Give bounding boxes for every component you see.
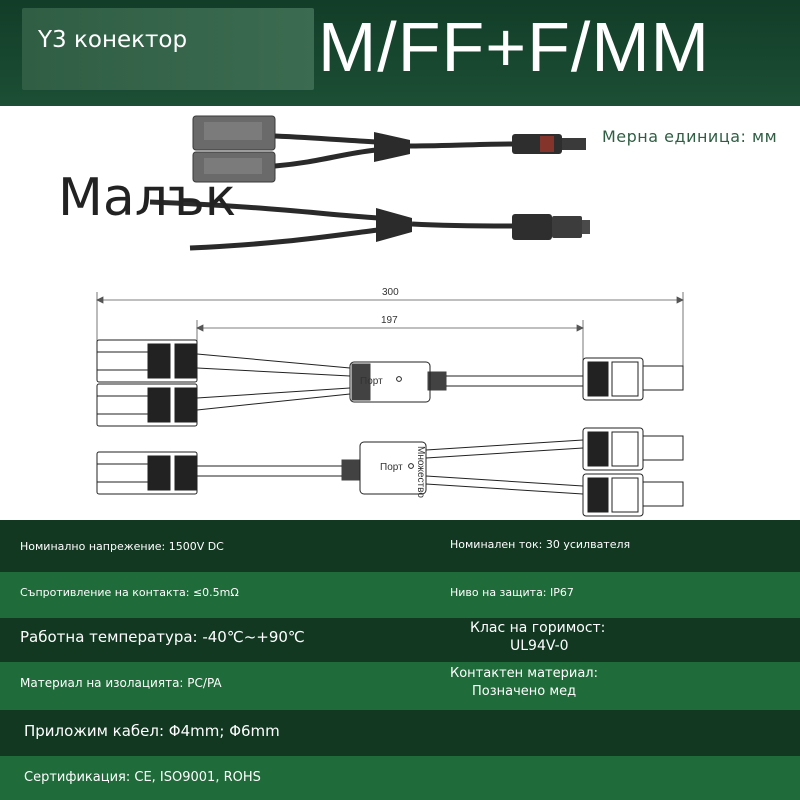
spec-applicable-cable: Приложим кабел: Φ4mm; Φ6mm: [24, 722, 280, 740]
model-title: M/FF+F/MM: [318, 8, 710, 86]
dimension-300-label: 300: [382, 287, 399, 298]
product-photo: [149, 115, 590, 251]
spec-flammability-title: Клас на горимост:: [470, 620, 606, 636]
overlay-word: Малък: [58, 168, 237, 228]
multiplicity-label: Множество: [415, 446, 426, 498]
spec-contact-material-title: Контактен материал:: [450, 666, 598, 681]
spec-rated-voltage: Номинално напрежение: 1500V DC: [20, 540, 224, 553]
spec-row-4: Материал на изолацията: PC/PA Контактен …: [0, 662, 800, 710]
port-label-top: Порт: [360, 376, 383, 387]
dimension-197-label: 197: [381, 315, 398, 326]
spec-row-1: Номинално напрежение: 1500V DC Номинален…: [0, 520, 800, 572]
spec-row-3: Работна температура: -40℃~+90℃ Клас на г…: [0, 618, 800, 662]
spec-operating-temperature: Работна температура: -40℃~+90℃: [20, 628, 305, 646]
unit-label: Мерна единица: мм: [602, 127, 778, 146]
spec-table: Номинално напрежение: 1500V DC Номинален…: [0, 520, 800, 800]
top-drawing: [96, 339, 684, 427]
spec-protection-level: Ниво на защита: IP67: [450, 586, 574, 599]
spec-rated-current: Номинален ток: 30 усилвателя: [450, 538, 631, 551]
technical-drawing: 300 197 Порт: [96, 287, 684, 517]
spec-insulation-material: Материал на изолацията: PC/PA: [20, 676, 222, 690]
port-label-bottom: Порт: [380, 462, 403, 473]
brand-title: Y3 конектор: [38, 27, 188, 53]
spec-certification: Сертификация: CE, ISO9001, ROHS: [24, 770, 261, 785]
bottom-drawing: [96, 427, 684, 517]
top-cable-assembly: [192, 115, 586, 183]
spec-row-5: Приложим кабел: Φ4mm; Φ6mm: [0, 710, 800, 756]
spec-flammability-value: UL94V-0: [510, 638, 569, 654]
spec-row-2: Съпротивление на контакта: ≤0.5mΩ Ниво н…: [0, 572, 800, 618]
header-brand-box: [22, 8, 314, 90]
header-banner: Y3 конектор M/FF+F/MM: [0, 0, 800, 106]
bottom-cable-assembly: [149, 199, 590, 251]
spec-row-6: Сертификация: CE, ISO9001, ROHS: [0, 756, 800, 800]
spec-contact-resistance: Съпротивление на контакта: ≤0.5mΩ: [20, 586, 239, 599]
dimension-300: [96, 292, 684, 368]
dimension-197: [196, 320, 584, 362]
spec-contact-material-value: Позначено мед: [472, 684, 577, 699]
